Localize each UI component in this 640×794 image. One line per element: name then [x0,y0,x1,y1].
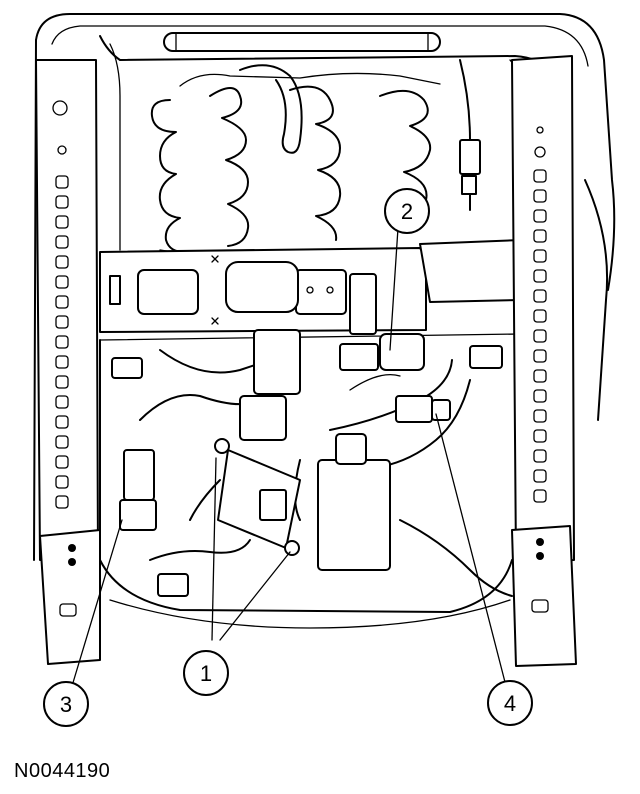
callout-4: 4 [487,680,533,726]
left-rail [35,59,101,665]
callout-1-label: 1 [200,661,212,686]
callout-2-label: 2 [401,199,413,224]
callout-4-label: 4 [504,691,516,716]
left-connector [119,449,189,597]
right-rail [511,55,577,667]
callout-1: 1 [183,650,229,696]
top-crossbar [163,32,441,52]
cross-brace [99,239,523,341]
callout-3-label: 3 [60,692,72,717]
motor-connector [339,333,425,371]
top-wire-loop [239,59,481,211]
wiring-harness [139,349,513,597]
lower-pan [99,339,513,629]
callout-3: 3 [43,681,89,727]
callout-2: 2 [384,188,430,234]
right-rail-slots [533,169,547,503]
leader-lines [71,227,507,687]
central-connectors [225,261,391,571]
left-rail-slots [55,175,69,509]
figure-reference-code: N0044190 [14,760,111,782]
control-module [214,438,301,556]
right-connector [395,395,451,423]
